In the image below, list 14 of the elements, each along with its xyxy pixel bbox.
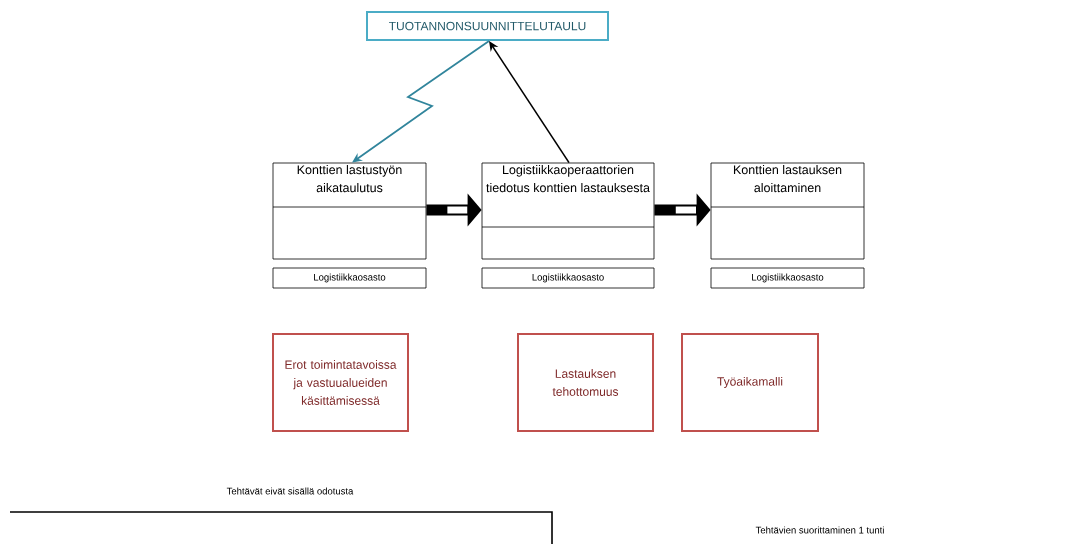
process-box: Logistiikkaoperaattorien tiedotus konttien lastauksesta	[481, 162, 655, 260]
department-box: Logistiikkaosasto	[710, 267, 865, 289]
board-box: TUOTANNONSUUNNITTELUTAULU	[366, 11, 609, 41]
department-box: Logistiikkaosasto	[481, 267, 655, 289]
process-box: Konttien lastustyön aikataulutus	[272, 162, 427, 260]
note-text: Tehtävien suorittaminen 1 tunti	[755, 526, 884, 534]
department-box: Logistiikkaosasto	[272, 267, 427, 289]
issue-box: Lastauksen tehottomuus	[517, 333, 654, 432]
issue-box: Työaikamalli	[681, 333, 819, 432]
issue-box: Erot toimintatavoissa ja vastuualueiden käsittämisessä	[272, 333, 409, 432]
process-box: Konttien lastauksen aloittaminen	[710, 162, 865, 260]
lightning-arrow	[352, 40, 490, 163]
arrow	[489, 41, 570, 164]
note-text: Tehtävät eivät sisällä odotusta	[226, 487, 354, 495]
